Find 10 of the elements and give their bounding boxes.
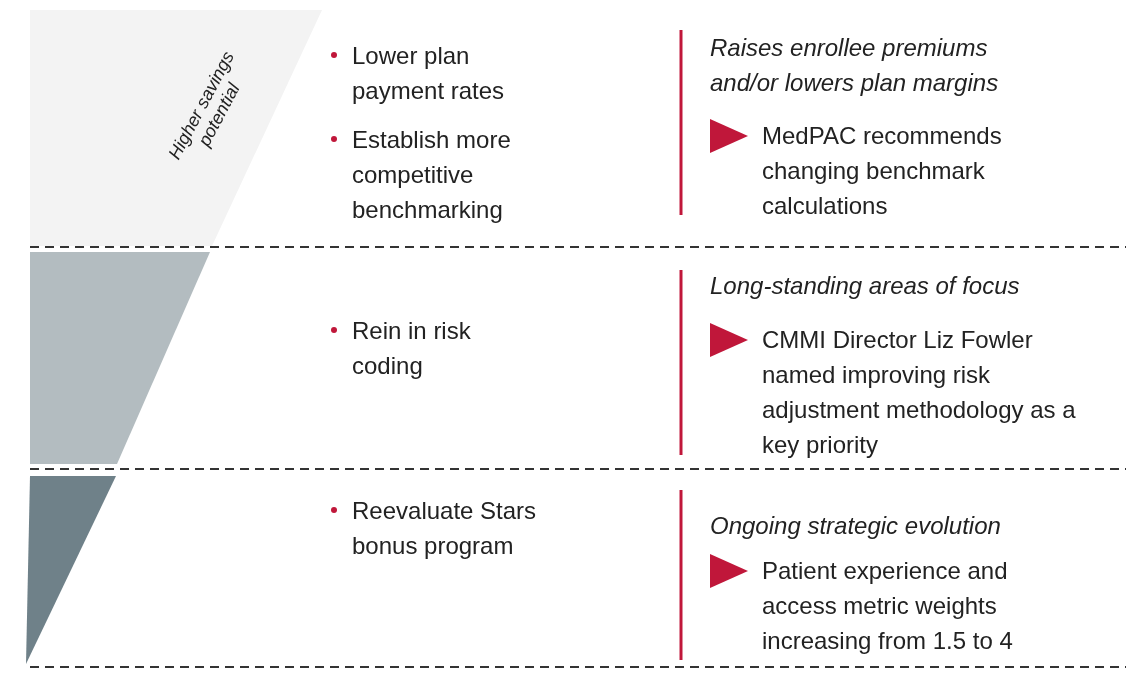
bullet-text: Establish more competitive benchmarking	[352, 125, 512, 225]
callout-text: Patient experience and access metric weights increasing from 1.5 to 4	[762, 556, 1014, 656]
bullet-text: Lower plan payment rates	[352, 41, 506, 106]
italic-heading: Long-standing areas of focus	[710, 271, 1021, 301]
italic-heading: Ongoing strategic evolution	[710, 511, 1002, 541]
italic-heading: Raises enrollee premiums and/or lowers plan margins	[710, 33, 1000, 98]
bullet-text: Rein in risk coding	[352, 316, 472, 381]
callout-text: MedPAC recommends changing benchmark calculations	[762, 121, 1003, 221]
bullet-text: Reevaluate Stars bonus program	[352, 496, 538, 561]
callout-text: CMMI Director Liz Fowler named improving risk adjustment methodology as a key priority	[762, 325, 1077, 460]
